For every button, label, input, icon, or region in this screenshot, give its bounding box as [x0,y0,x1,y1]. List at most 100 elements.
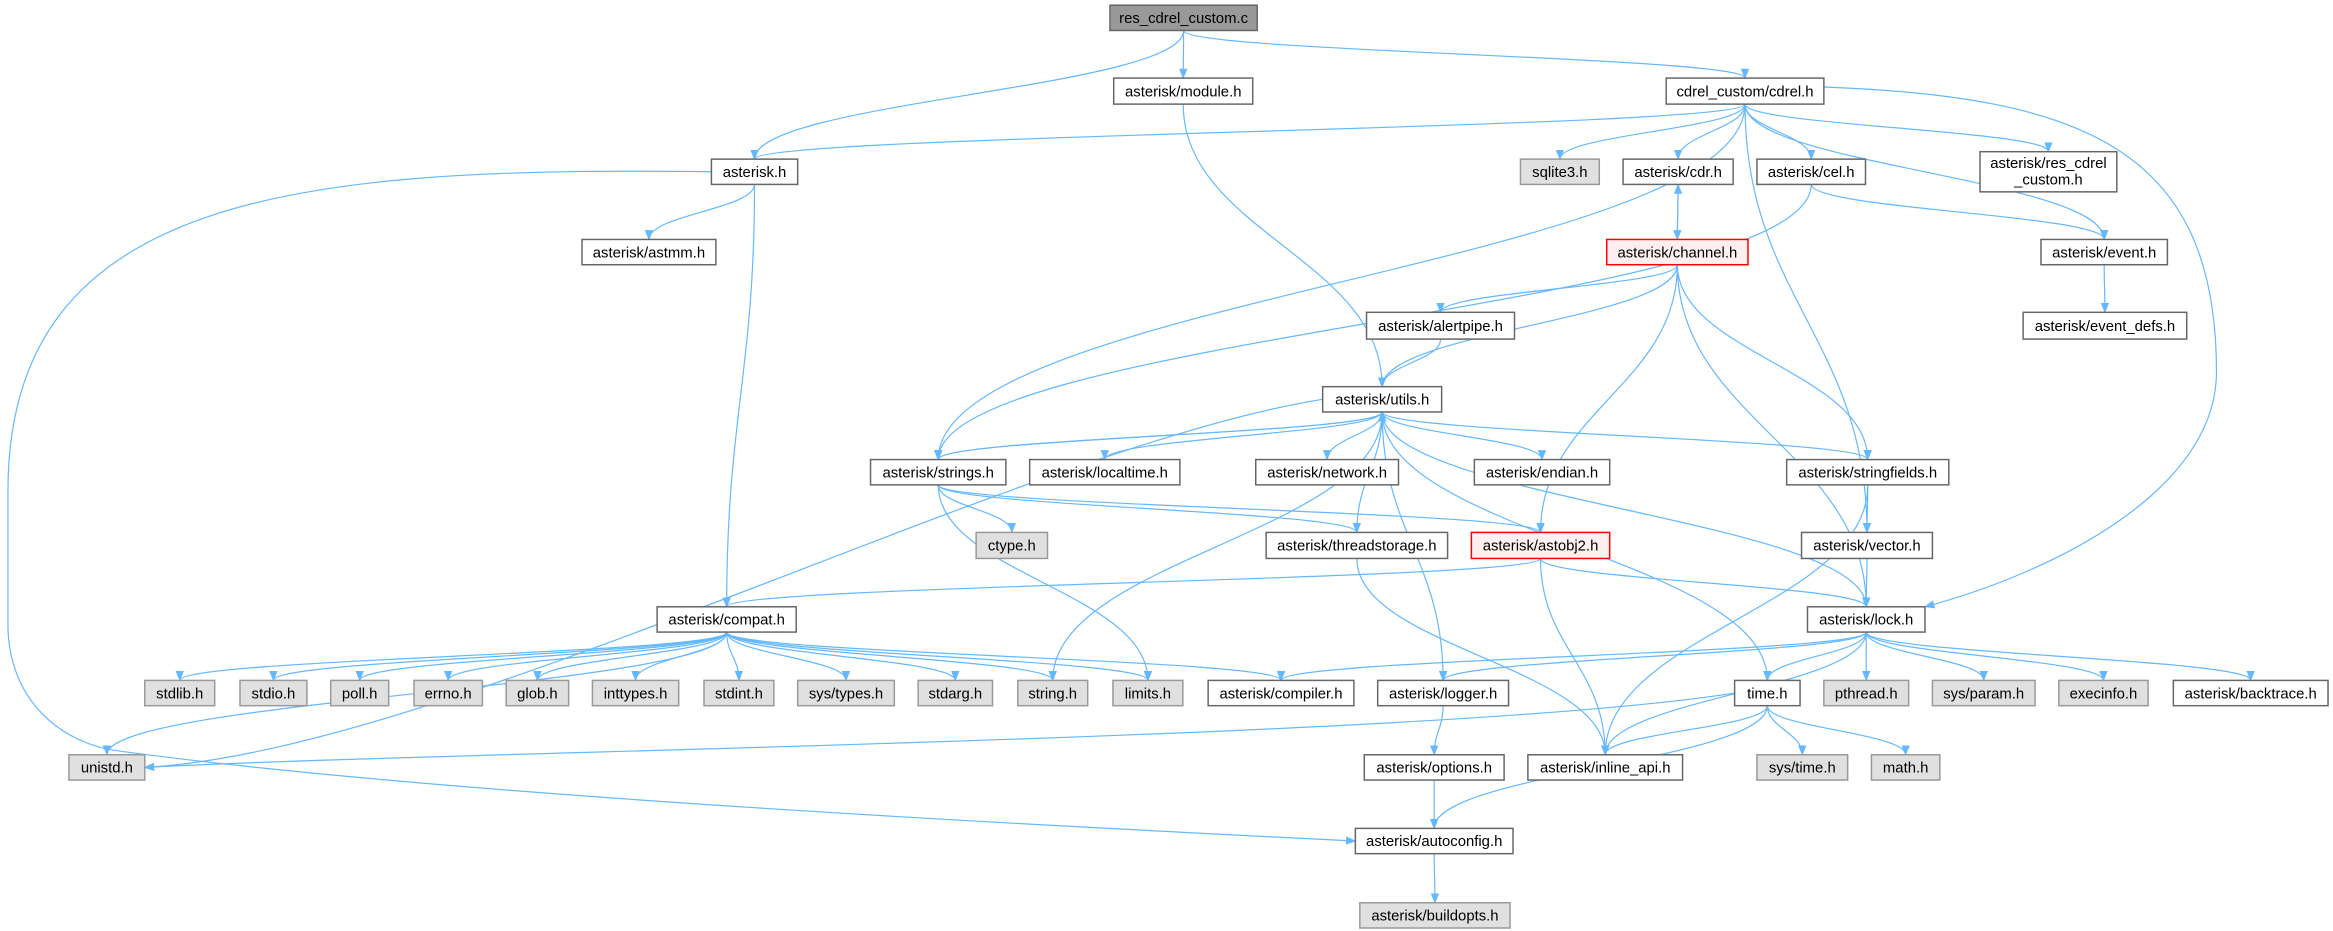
node-astmm[interactable]: asterisk/astmm.h [581,238,717,266]
node-box[interactable] [1665,77,1825,105]
node-box[interactable] [917,679,994,707]
node-vector[interactable]: asterisk/vector.h [1800,531,1934,560]
node-utils[interactable]: asterisk/utils.h [1321,385,1443,413]
node-box[interactable] [1254,458,1400,486]
node-lock[interactable]: asterisk/lock.h [1806,606,1926,633]
node-unistd[interactable]: unistd.h [68,754,146,781]
node-box[interactable] [413,679,484,707]
node-errno[interactable]: errno.h [413,679,484,707]
node-localtime[interactable]: asterisk/localtime.h [1028,458,1181,486]
node-systypes[interactable]: sys/types.h [796,679,896,707]
node-event[interactable]: asterisk/event.h [2040,238,2169,266]
node-box[interactable] [2040,238,2169,266]
node-backtrace[interactable]: asterisk/backtrace.h [2172,679,2329,707]
node-systime[interactable]: sys/time.h [1756,754,1849,781]
node-box[interactable] [1376,679,1510,707]
node-time[interactable]: time.h [1733,679,1801,707]
node-threadstorage[interactable]: asterisk/threadstorage.h [1265,531,1449,560]
node-box[interactable] [591,679,680,707]
node-box[interactable] [68,754,146,781]
node-module[interactable]: asterisk/module.h [1112,77,1254,105]
node-box[interactable] [1265,531,1449,560]
node-network[interactable]: asterisk/network.h [1254,458,1400,486]
node-sqlite[interactable]: sqlite3.h [1519,158,1601,186]
node-limits[interactable]: limits.h [1112,679,1184,707]
node-cel[interactable]: asterisk/cel.h [1756,158,1867,186]
node-box[interactable] [703,679,775,707]
node-glob[interactable]: glob.h [505,679,570,707]
node-rescustom[interactable]: asterisk/res_cdrel_custom.h [1979,150,2118,193]
node-execinfo[interactable]: execinfo.h [2058,679,2149,707]
node-inttypes[interactable]: inttypes.h [591,679,680,707]
node-alertpipe[interactable]: asterisk/alertpipe.h [1365,311,1516,340]
node-strings[interactable]: asterisk/strings.h [869,458,1007,486]
node-box[interactable] [1365,311,1516,340]
node-box[interactable] [144,679,216,707]
node-box[interactable] [1017,679,1089,707]
node-box[interactable] [1207,679,1355,707]
node-buildopts[interactable]: asterisk/buildopts.h [1359,901,1511,929]
node-box[interactable] [1823,679,1910,707]
node-channel[interactable]: asterisk/channel.h [1605,238,1749,266]
node-box[interactable] [1785,458,1950,486]
node-stdint[interactable]: stdint.h [703,679,775,707]
node-box[interactable] [1112,77,1254,105]
node-box[interactable] [1806,606,1926,633]
node-box[interactable] [1321,385,1443,413]
node-astobj2[interactable]: asterisk/astobj2.h [1470,531,1611,560]
node-box[interactable] [1622,158,1734,186]
node-pthread[interactable]: pthread.h [1823,679,1910,707]
node-box[interactable] [2058,679,2149,707]
node-eventdefs[interactable]: asterisk/event_defs.h [2022,311,2188,340]
node-logger[interactable]: asterisk/logger.h [1376,679,1510,707]
node-stdarg[interactable]: stdarg.h [917,679,994,707]
node-math[interactable]: math.h [1870,754,1941,781]
node-box[interactable] [975,531,1049,560]
node-endian[interactable]: asterisk/endian.h [1473,458,1611,486]
node-res[interactable]: res_cdrel_custom.c [1109,4,1258,32]
node-box[interactable] [1800,531,1934,560]
node-box[interactable] [1931,679,2036,707]
node-box[interactable] [505,679,570,707]
node-compat[interactable]: asterisk/compat.h [656,606,797,633]
node-options[interactable]: asterisk/options.h [1363,754,1505,781]
node-inline[interactable]: asterisk/inline_api.h [1527,754,1684,781]
node-box[interactable] [1519,158,1601,186]
node-box[interactable] [656,606,797,633]
node-box[interactable] [581,238,717,266]
node-box[interactable] [2172,679,2329,707]
node-box[interactable] [239,679,308,707]
node-box[interactable] [869,458,1007,486]
node-autoconfig[interactable]: asterisk/autoconfig.h [1354,827,1514,855]
node-box[interactable] [1354,827,1514,855]
node-box[interactable] [1363,754,1505,781]
node-asterisk[interactable]: asterisk.h [710,158,799,186]
node-cdr[interactable]: asterisk/cdr.h [1622,158,1734,186]
node-box[interactable] [1605,238,1749,266]
node-box[interactable] [1473,458,1611,486]
node-cdrel[interactable]: cdrel_custom/cdrel.h [1665,77,1825,105]
node-box[interactable] [1733,679,1801,707]
node-box[interactable] [710,158,799,186]
node-stringfields[interactable]: asterisk/stringfields.h [1785,458,1950,486]
node-stdio[interactable]: stdio.h [239,679,308,707]
node-poll[interactable]: poll.h [329,679,390,707]
node-stdlib[interactable]: stdlib.h [144,679,216,707]
node-compiler[interactable]: asterisk/compiler.h [1207,679,1355,707]
node-string[interactable]: string.h [1017,679,1089,707]
node-box[interactable] [796,679,896,707]
node-box[interactable] [1756,158,1867,186]
node-box[interactable] [329,679,390,707]
node-box[interactable] [1028,458,1181,486]
node-box[interactable] [1109,4,1258,32]
node-box[interactable] [1470,531,1611,560]
node-sysparam[interactable]: sys/param.h [1931,679,2036,707]
node-box[interactable] [1359,901,1511,929]
node-box[interactable] [1527,754,1684,781]
node-box[interactable] [1756,754,1849,781]
node-box[interactable] [2022,311,2188,340]
node-ctype[interactable]: ctype.h [975,531,1049,560]
node-box[interactable] [1979,150,2118,193]
node-box[interactable] [1870,754,1941,781]
node-box[interactable] [1112,679,1184,707]
